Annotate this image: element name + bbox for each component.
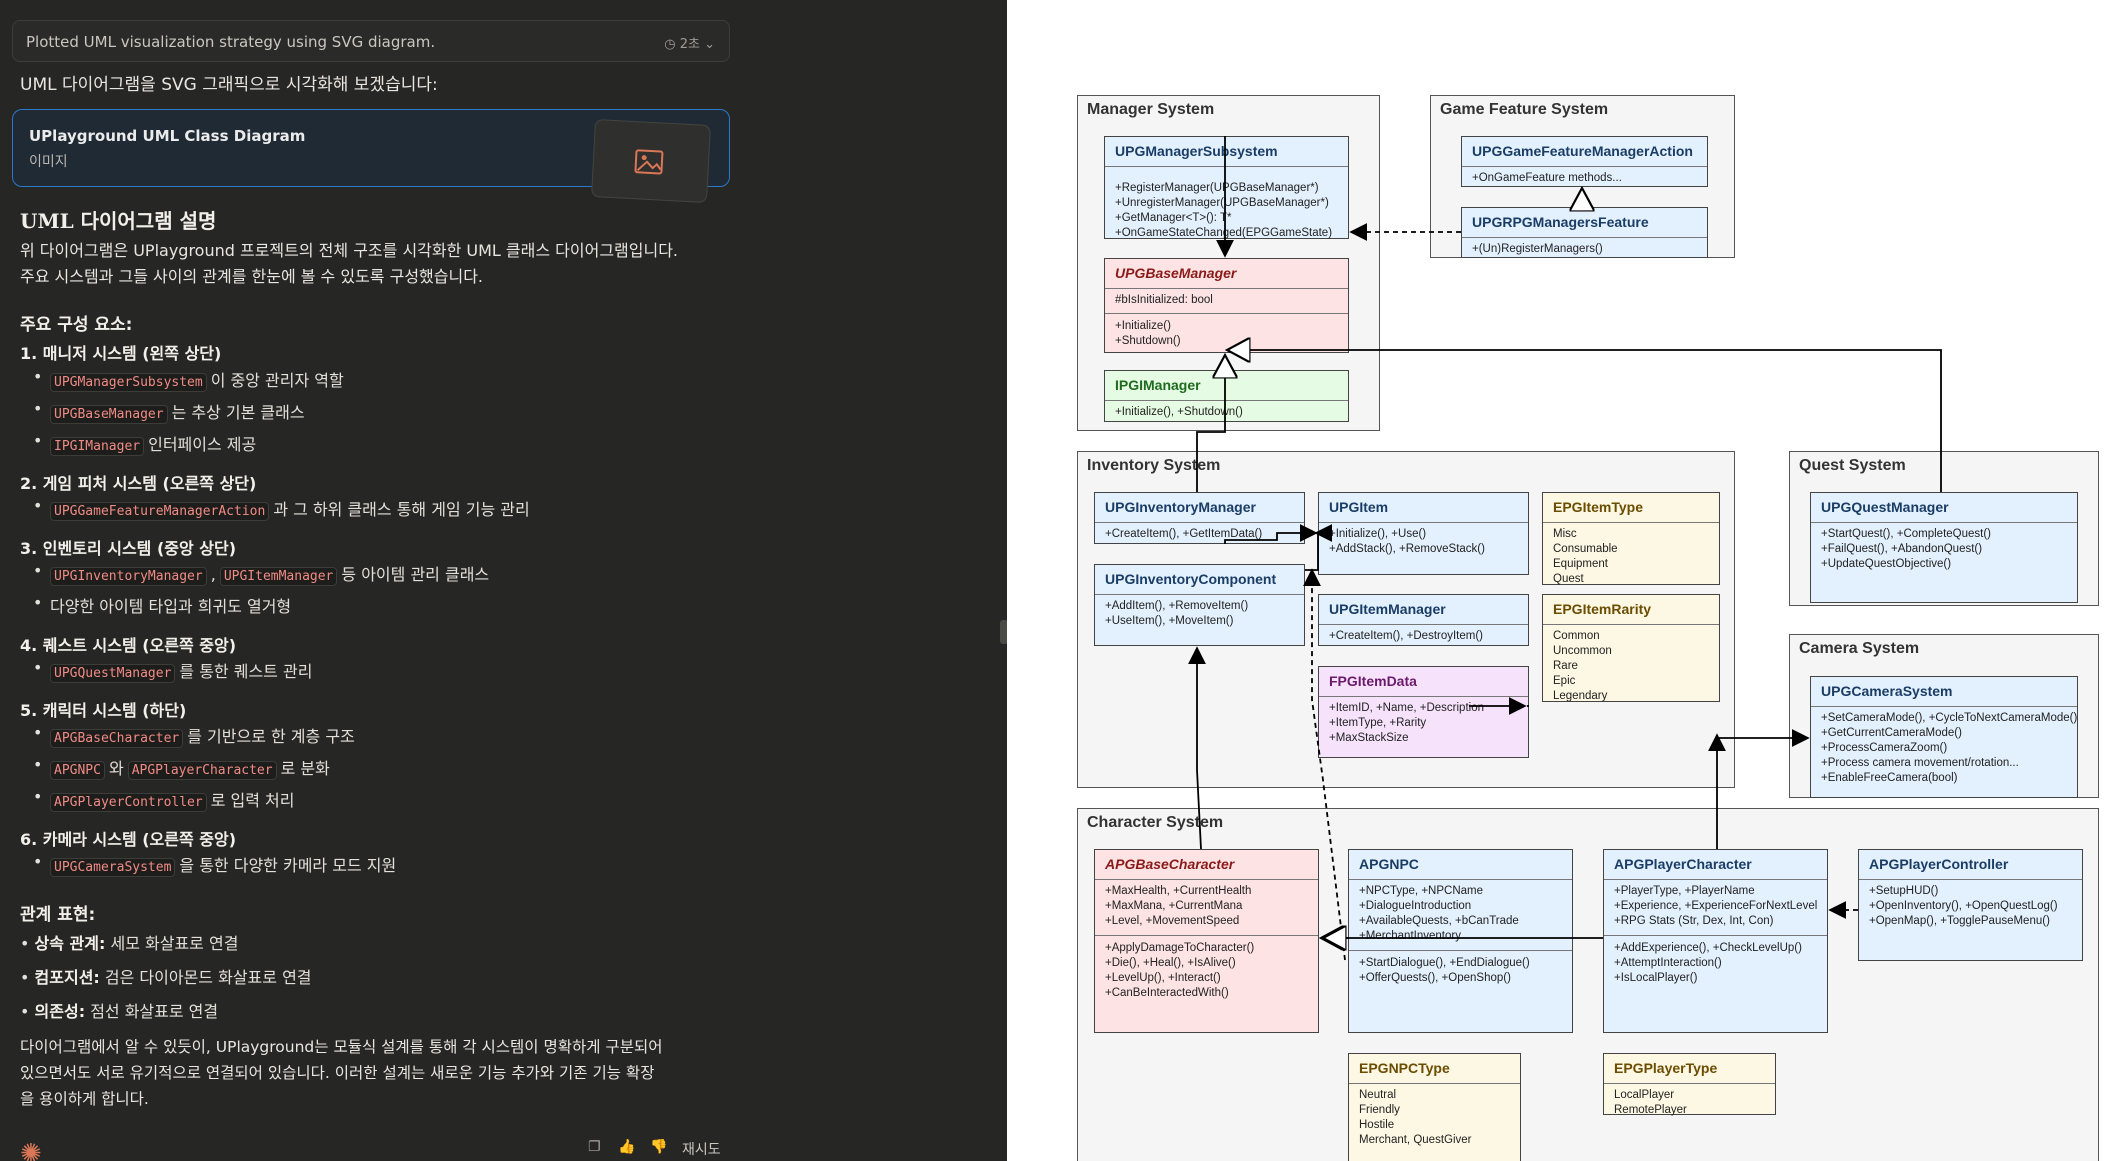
code-span: UPGManagerSubsystem — [50, 373, 207, 392]
desc-line-2: 주요 시스템과 그들 사이의 관계를 한눈에 볼 수 있도록 구성했습니다. — [20, 267, 484, 286]
class-upginventorycomponent: UPGInventoryComponent +AddItem(), +Remov… — [1094, 564, 1305, 646]
relations-title: 관계 표현: — [20, 905, 96, 925]
copy-icon[interactable]: ❐ — [588, 1139, 601, 1155]
class-upgcamerasystem: UPGCameraSystem +SetCameraMode(), +Cycle… — [1810, 676, 2078, 798]
section-title: 3. 인벤토리 시스템 (중앙 상단) — [20, 539, 237, 558]
class-upginventorymanager: UPGInventoryManager +CreateItem(), +GetI… — [1094, 492, 1305, 544]
list-item: 다양한 아이템 타입과 희귀도 열거형 — [33, 593, 291, 617]
thinking-duration[interactable]: ◷ 2초 ⌄ — [664, 37, 715, 52]
code-span: UPGBaseManager — [50, 405, 168, 424]
class-apgplayercharacter: APGPlayerCharacter +PlayerType, +PlayerN… — [1603, 849, 1828, 1033]
code-span: UPGItemManager — [219, 567, 338, 586]
code-span: APGPlayerController — [50, 793, 207, 812]
class-apgbasecharacter: APGBaseCharacter +MaxHealth, +CurrentHea… — [1094, 849, 1319, 1033]
conclusion-line: 을 용이하게 합니다. — [20, 1090, 149, 1108]
code-span: APGPlayerCharacter — [127, 761, 277, 780]
relation-item: • 상속 관계: 세모 화살표로 연결 — [20, 934, 239, 953]
code-span: UPGQuestManager — [50, 664, 176, 683]
class-upgitem: UPGItem +Initialize(), +Use() +AddStack(… — [1318, 492, 1529, 575]
components-title: 주요 구성 요소: — [20, 315, 133, 335]
thumbs-up-icon[interactable]: 👍 — [618, 1139, 636, 1155]
line-invmanager-item — [1224, 524, 1318, 544]
relationship-lines — [1188, 136, 1942, 961]
chat-panel: Plotted UML visualization strategy using… — [0, 0, 1007, 1161]
line-basecharacter-invcomponent — [1188, 646, 1206, 850]
intro-text: UML 다이어그램을 SVG 그래픽으로 시각화해 보겠습니다: — [20, 75, 438, 95]
panel-resize-handle[interactable] — [1000, 620, 1008, 644]
code-span: APGNPC — [50, 761, 105, 780]
enum-epgitemrarity: EPGItemRarity Common Uncommon Rare Epic … — [1542, 594, 1720, 702]
message-footer: ✺ ❐ 👍 👎 재시도 — [0, 1127, 1007, 1161]
code-span: IPGIManager — [50, 437, 145, 456]
class-upgrpgmanagersfeature: UPGRPGManagersFeature +(Un)RegisterManag… — [1461, 207, 1708, 258]
chevron-down-icon: ⌄ — [699, 37, 715, 52]
class-upgquestmanager: UPGQuestManager +StartQuest(), +Complete… — [1810, 492, 2078, 603]
enum-epgplayertype: EPGPlayerType LocalPlayer RemotePlayer — [1603, 1053, 1776, 1116]
desc-line-1: 위 다이어그램은 UPlayground 프로젝트의 전체 구조를 시각화한 U… — [20, 241, 679, 260]
code-span: UPGCameraSystem — [50, 858, 176, 877]
line-invmanager-basemanager — [1196, 355, 1225, 492]
code-span: APGBaseCharacter — [50, 729, 184, 748]
code-span: UPGGameFeatureManagerAction — [50, 502, 270, 521]
line-invcomponent-item — [1305, 524, 1333, 571]
line-quest-basemanager — [1227, 350, 1942, 492]
section-title: 2. 게임 피처 시스템 (오른쪽 상단) — [20, 474, 257, 493]
conclusion-line: 다이어그램에서 알 수 있듯이, UPlayground는 모듈식 설계를 통해… — [20, 1038, 663, 1056]
line-npc-item-dependency — [1303, 568, 1346, 961]
class-upggamefeaturemanageraction: UPGGameFeatureManagerAction +OnGameFeatu… — [1461, 136, 1708, 187]
retry-button[interactable]: 재시도 — [682, 1142, 721, 1158]
code-span: UPGInventoryManager — [50, 567, 207, 586]
artifact-title: UPlayground UML Class Diagram — [29, 127, 306, 145]
claude-logo-icon: ✺ — [20, 1139, 42, 1161]
section-title: 1. 매니저 시스템 (왼쪽 상단) — [20, 344, 222, 363]
artifact-preview-pane: Manager System Game Feature System Inven… — [1007, 0, 2118, 1161]
class-upgbasemanager: UPGBaseManager #bIsInitialized: bool +In… — [1104, 258, 1349, 353]
clock-icon: ◷ — [664, 37, 680, 52]
struct-fpgitemdata: FPGItemData +ItemID, +Name, +Description… — [1318, 666, 1529, 758]
artifact-card[interactable]: UPlayground UML Class Diagram 이미지 — [12, 109, 730, 203]
class-ipgimanager: IPGIManager +Initialize(), +Shutdown() — [1104, 370, 1349, 422]
class-apgnpc: APGNPC +NPCType, +NPCName +DialogueIntro… — [1348, 849, 1573, 1033]
artifact-thumbnail — [591, 119, 711, 203]
conclusion-line: 있으면서도 서로 유기적으로 연결되어 있습니다. 이러한 설계는 새로운 기능… — [20, 1064, 655, 1082]
section-title: 4. 퀘스트 시스템 (오른쪽 중앙) — [20, 636, 237, 655]
section-title: 5. 캐릭터 시스템 (하단) — [20, 701, 187, 720]
thinking-text: Plotted UML visualization strategy using… — [26, 33, 436, 51]
enum-epgnpctype: EPGNPCType Neutral Friendly Hostile Merc… — [1348, 1053, 1521, 1161]
class-upgitemmanager: UPGItemManager +CreateItem(), +DestroyIt… — [1318, 594, 1529, 646]
section-title: 6. 카메라 시스템 (오른쪽 중앙) — [20, 830, 237, 849]
image-icon — [634, 149, 664, 175]
enum-epgitemtype: EPGItemType Misc Consumable Equipment Qu… — [1542, 492, 1720, 585]
relation-item: • 컴포지션: 검은 다이아몬드 화살표로 연결 — [20, 968, 312, 987]
class-upgmanagersubsystem: UPGManagerSubsystem +RegisterManager(UPG… — [1104, 136, 1349, 239]
class-apgplayercontroller: APGPlayerController +SetupHUD() +OpenInv… — [1858, 849, 2083, 961]
thumbs-down-icon[interactable]: 👎 — [650, 1139, 668, 1155]
artifact-subtitle: 이미지 — [29, 154, 68, 170]
section-heading: UML 다이어그램 설명 — [20, 209, 217, 233]
thinking-summary[interactable]: Plotted UML visualization strategy using… — [12, 20, 730, 62]
relation-item: • 의존성: 점선 화살표로 연결 — [20, 1002, 219, 1021]
